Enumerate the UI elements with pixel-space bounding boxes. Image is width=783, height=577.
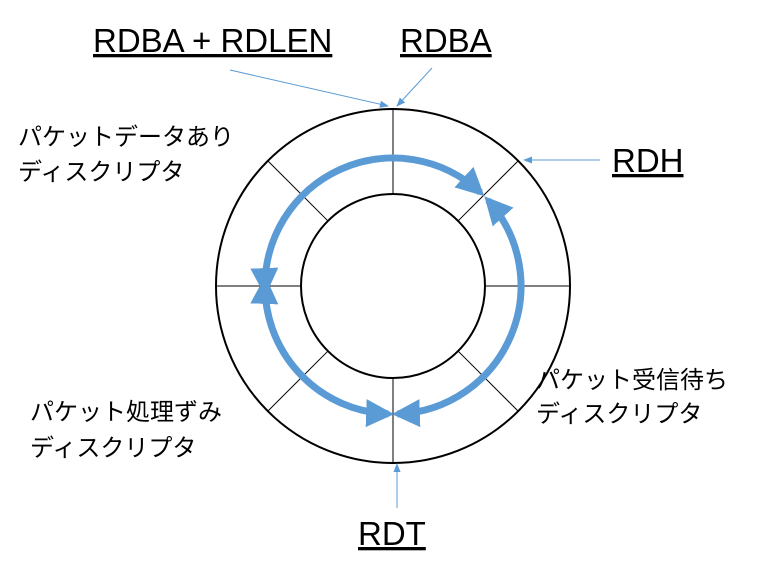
- rdba-label: RDBA: [400, 22, 492, 59]
- waiting-descriptor-label-line1: パケット受信待ち: [536, 366, 728, 394]
- slot-divider: [267, 160, 329, 222]
- rdba-rdlen-label: RDBA + RDLEN: [93, 22, 332, 59]
- packet-data-descriptor-label-line1: パケットデータあり: [18, 123, 234, 151]
- rdba-rdlen-pointer: [229, 69, 389, 108]
- slot-divider: [457, 350, 519, 412]
- arrow-waiting-arc: [391, 196, 525, 428]
- processed-descriptor-label-line1: パケット処理ずみ: [30, 398, 222, 426]
- rdt-label: RDT: [358, 515, 426, 552]
- rdh-label: RDH: [612, 142, 684, 179]
- inner-circle: [300, 193, 486, 379]
- packet-data-descriptor-label-line2: ディスクリプタ: [18, 158, 184, 186]
- flow-arrows: [250, 154, 525, 428]
- waiting-descriptor-label-line2: ディスクリプタ: [536, 400, 702, 428]
- rdba-pointer: [396, 67, 433, 107]
- processed-descriptor-label-line2: ディスクリプタ: [30, 434, 196, 462]
- ring-buffer: [215, 108, 571, 464]
- arrow-packet-data-arc: [250, 154, 485, 297]
- slot-divider: [457, 160, 519, 222]
- slot-divider: [267, 350, 329, 412]
- arrow-processed-arc: [250, 275, 395, 428]
